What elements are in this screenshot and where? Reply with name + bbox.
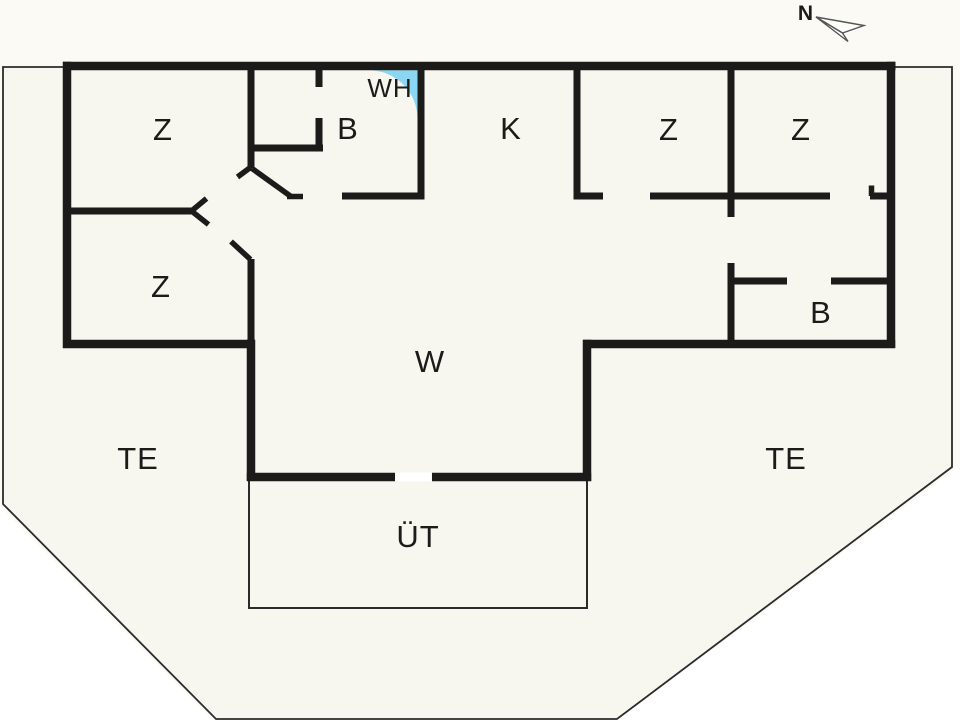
- room-label-bedroom-middle-right: Z: [659, 112, 679, 147]
- room-label-water-heater: WH: [367, 73, 412, 103]
- room-label-covered-terrace: ÜT: [396, 519, 439, 554]
- room-label-bedroom-far-right: Z: [791, 112, 811, 147]
- terrace-door-opening: [395, 472, 432, 482]
- door-chevron-upper: [189, 196, 209, 214]
- house-outer-walls: [62, 61, 896, 482]
- house-interior-walls: [66, 70, 891, 345]
- room-label-bedroom-bottom-left: Z: [151, 269, 171, 304]
- north-compass: N: [798, 2, 867, 43]
- door-mark-hall-tick: [235, 164, 253, 180]
- room-labels: Z B WH K Z Z Z B W TE TE ÜT: [117, 73, 832, 554]
- door-leaf-bedroom-bl: [229, 239, 253, 262]
- room-label-living-room: W: [415, 344, 445, 379]
- door-swing-marks: [189, 164, 875, 262]
- room-label-bathroom-left: B: [337, 111, 359, 146]
- room-label-bedroom-top-left: Z: [153, 112, 173, 147]
- water-heater-arc: [369, 70, 418, 119]
- room-label-bathroom-right: B: [810, 295, 832, 330]
- property-boundary: [2, 66, 953, 720]
- north-arrow-icon: [815, 16, 867, 43]
- covered-terrace-outline: [248, 481, 588, 609]
- room-label-kitchen: K: [500, 111, 522, 146]
- room-label-terrace-left: TE: [117, 441, 159, 476]
- room-label-terrace-right: TE: [765, 441, 807, 476]
- north-label: N: [798, 2, 814, 25]
- door-leaf-hall: [250, 166, 293, 199]
- outside-area-right: [617, 469, 960, 720]
- outside-area-left: [0, 507, 213, 720]
- door-chevron-lower: [189, 208, 211, 227]
